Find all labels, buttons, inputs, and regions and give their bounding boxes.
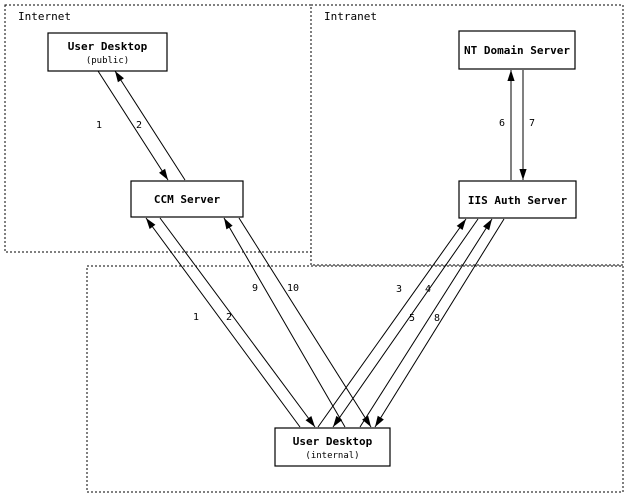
edge-edge-6-iis-to-nt <box>507 70 515 180</box>
node-user-desktop-public[interactable]: User Desktop (public) <box>47 32 168 72</box>
edge-edge-8-iis-to-internal <box>374 218 505 428</box>
edge-edge-9-internal-to-ccm <box>223 217 346 428</box>
edge-step-label: 1 <box>193 312 199 323</box>
node-subtitle: (public) <box>86 56 129 66</box>
edge-labels-layer: 1 2 6 7 1 2 9 10 3 4 5 8 <box>96 118 535 324</box>
node-iis-auth-server[interactable]: IIS Auth Server <box>458 180 577 219</box>
connector-line <box>359 218 493 428</box>
arrowhead-icon <box>224 218 233 230</box>
edge-edge-2-ccm-to-public <box>114 70 186 181</box>
node-title: User Desktop <box>293 435 373 448</box>
zone-label: Internet <box>18 10 71 23</box>
zone-boundary <box>86 265 624 493</box>
edge-step-label: 9 <box>252 283 258 294</box>
node-box[interactable] <box>458 30 576 70</box>
node-box[interactable] <box>130 180 244 218</box>
connector-line <box>374 218 505 428</box>
edge-step-label: 7 <box>529 118 535 129</box>
connector-line <box>114 70 186 181</box>
edge-edge-1-public-to-ccm <box>97 70 169 181</box>
node-box[interactable] <box>458 180 577 219</box>
nodes-layer: User Desktop (public) CCM Server NT Domain … <box>47 30 577 467</box>
edge-edge-3-internal-to-iis <box>317 218 467 428</box>
arrowhead-icon <box>519 169 527 180</box>
node-user-desktop-internal[interactable]: User Desktop (internal) <box>274 427 391 467</box>
edge-edge-7-nt-to-iis <box>519 70 527 180</box>
edge-step-label: 10 <box>287 283 299 294</box>
connector-line <box>317 218 467 428</box>
node-title: NT Domain Server <box>464 44 570 57</box>
edge-step-label: 8 <box>434 313 440 324</box>
edge-step-label: 6 <box>499 118 505 129</box>
edge-step-label: 3 <box>396 284 402 295</box>
edge-step-label: 1 <box>96 120 102 131</box>
connector-line <box>97 70 169 181</box>
node-title: User Desktop <box>68 40 148 53</box>
node-title: IIS Auth Server <box>468 194 568 207</box>
node-subtitle: (internal) <box>305 451 359 461</box>
edge-edge-5-internal-to-iis <box>359 218 493 428</box>
edge-step-label: 4 <box>425 284 431 295</box>
node-ccm-server[interactable]: CCM Server <box>130 180 244 218</box>
arrowhead-icon <box>159 168 168 180</box>
edge-step-label: 2 <box>136 120 142 131</box>
connector-line <box>159 217 316 428</box>
connector-line <box>238 217 372 428</box>
edge-edge-10-ccm-to-internal <box>238 217 372 428</box>
connector-line <box>223 217 346 428</box>
arrowhead-icon <box>362 415 371 427</box>
zone-intranet: Intranet <box>310 4 624 266</box>
zone-boundary <box>310 4 624 266</box>
arrowhead-icon <box>375 415 384 427</box>
node-nt-domain-server[interactable]: NT Domain Server <box>458 30 576 70</box>
node-box[interactable] <box>274 427 391 467</box>
edge-step-label: 2 <box>226 312 232 323</box>
arrowhead-icon <box>456 219 466 231</box>
arrowhead-icon <box>333 415 343 427</box>
connector-line <box>332 218 479 428</box>
arrowhead-icon <box>146 218 156 229</box>
zone-internal-lan <box>86 265 624 493</box>
zone-label: Intranet <box>324 10 377 23</box>
zones-layer: Internet Intranet <box>4 4 624 493</box>
node-box[interactable] <box>47 32 168 72</box>
edge-edge-4-iis-to-internal <box>332 218 479 428</box>
edge-edge-1-internal-to-ccm <box>145 217 301 428</box>
edge-edge-2-ccm-to-internal <box>159 217 316 428</box>
node-title: CCM Server <box>154 193 221 206</box>
arrowhead-icon <box>507 70 515 81</box>
arrowhead-icon <box>115 71 124 83</box>
connector-line <box>145 217 301 428</box>
edge-step-label: 5 <box>409 313 415 324</box>
arrowhead-icon <box>305 416 315 427</box>
arrowhead-icon <box>483 219 492 231</box>
edges-layer <box>97 70 527 428</box>
